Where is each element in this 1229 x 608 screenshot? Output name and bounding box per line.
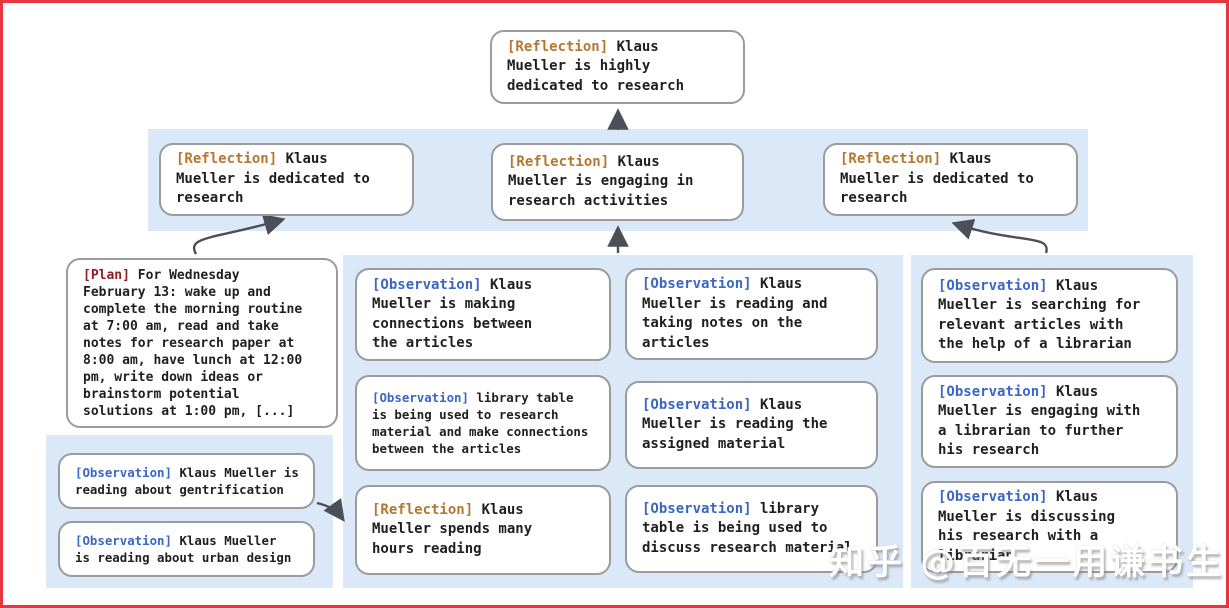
- node-obs-library-discuss: [Observation] library table is being use…: [625, 485, 878, 573]
- node-reflection-hours-reading: [Reflection] Klaus Mueller spends many h…: [355, 485, 611, 575]
- node-text: [Observation] Klaus Mueller is reading t…: [627, 396, 835, 455]
- node-text: [Plan] For Wednesday February 13: wake u…: [68, 267, 310, 420]
- node-obs-discussing-research: [Observation] Klaus Mueller is discussin…: [921, 481, 1178, 573]
- plan-tag: [Plan]: [83, 267, 130, 283]
- observation-tag: [Observation]: [642, 276, 752, 292]
- node-body: Klaus Mueller is dedicated to research: [176, 151, 370, 207]
- node-text: [Observation] Klaus Mueller is discussin…: [923, 488, 1123, 566]
- node-text: [Observation] library table is being use…: [357, 389, 596, 457]
- node-body: Klaus Mueller is reading and taking note…: [642, 276, 828, 351]
- node-body: library table is being used to research …: [372, 390, 589, 456]
- node-text: [Observation] Klaus Mueller is searching…: [923, 277, 1148, 355]
- reflection-tag: [Reflection]: [372, 501, 474, 518]
- observation-tag: [Observation]: [75, 533, 172, 548]
- node-obs-engaging-librarian: [Observation] Klaus Mueller is engaging …: [921, 375, 1178, 468]
- node-reflection-left: [Reflection] Klaus Mueller is dedicated …: [159, 143, 414, 216]
- node-text: [Observation] Klaus Mueller is reading a…: [60, 532, 299, 566]
- node-obs-searching-articles: [Observation] Klaus Mueller is searching…: [921, 268, 1178, 363]
- observation-tag: [Observation]: [938, 277, 1048, 294]
- node-text: [Observation] Klaus Mueller is reading a…: [60, 464, 307, 498]
- node-text: [Reflection] Klaus Mueller is highly ded…: [492, 38, 692, 97]
- observation-tag: [Observation]: [75, 465, 172, 480]
- node-text: [Observation] Klaus Mueller is making co…: [357, 276, 540, 354]
- node-body: Klaus Mueller is reading about urban des…: [75, 533, 292, 565]
- node-obs-connections: [Observation] Klaus Mueller is making co…: [355, 268, 611, 361]
- node-body: Klaus Mueller is dedicated to research: [840, 151, 1034, 207]
- node-obs-library-research: [Observation] library table is being use…: [355, 375, 611, 471]
- node-text: [Observation] Klaus Mueller is engaging …: [923, 383, 1148, 461]
- node-body: Klaus Mueller is making connections betw…: [372, 276, 533, 352]
- node-body: library table is being used to discuss r…: [642, 500, 853, 556]
- node-plan: [Plan] For Wednesday February 13: wake u…: [66, 258, 338, 428]
- node-body: Klaus Mueller is engaging in research ac…: [508, 153, 694, 209]
- reflection-tag: [Reflection]: [507, 38, 609, 55]
- node-body: Klaus Mueller is reading about gentrific…: [75, 465, 299, 497]
- reflection-tag: [Reflection]: [840, 151, 942, 168]
- reflection-tag: [Reflection]: [508, 153, 610, 170]
- node-text: [Reflection] Klaus Mueller is dedicated …: [825, 150, 1042, 209]
- node-obs-urban-design: [Observation] Klaus Mueller is reading a…: [58, 521, 315, 577]
- observation-tag: [Observation]: [938, 489, 1048, 505]
- reflection-tag: [Reflection]: [176, 151, 278, 168]
- node-obs-gentrification: [Observation] Klaus Mueller is reading a…: [58, 453, 315, 509]
- node-body: For Wednesday February 13: wake up and c…: [83, 267, 303, 419]
- observation-tag: [Observation]: [938, 383, 1048, 400]
- node-body: Klaus Mueller is highly dedicated to res…: [507, 38, 685, 94]
- node-reflection-center: [Reflection] Klaus Mueller is engaging i…: [491, 143, 744, 221]
- node-body: Klaus Mueller is engaging with a librari…: [938, 383, 1141, 459]
- node-text: [Reflection] Klaus Mueller spends many h…: [357, 501, 540, 560]
- observation-tag: [Observation]: [642, 396, 752, 413]
- node-top-reflection: [Reflection] Klaus Mueller is highly ded…: [490, 30, 745, 104]
- node-body: Klaus Mueller is discussing his research…: [938, 489, 1116, 564]
- node-obs-assigned-material: [Observation] Klaus Mueller is reading t…: [625, 381, 878, 469]
- observation-tag: [Observation]: [372, 390, 469, 405]
- zhihu-watermark: 知乎 @百无一用谦书生: [829, 543, 1225, 583]
- node-body: Klaus Mueller spends many hours reading: [372, 501, 533, 557]
- node-text: [Reflection] Klaus Mueller is engaging i…: [493, 153, 701, 212]
- observation-tag: [Observation]: [642, 500, 752, 517]
- node-text: [Observation] Klaus Mueller is reading a…: [627, 275, 835, 353]
- node-text: [Reflection] Klaus Mueller is dedicated …: [161, 150, 378, 209]
- node-text: [Observation] library table is being use…: [627, 500, 861, 559]
- observation-tag: [Observation]: [372, 276, 482, 293]
- node-reflection-right: [Reflection] Klaus Mueller is dedicated …: [823, 143, 1078, 216]
- node-obs-taking-notes: [Observation] Klaus Mueller is reading a…: [625, 268, 878, 360]
- node-body: Klaus Mueller is searching for relevant …: [938, 277, 1141, 353]
- node-body: Klaus Mueller is reading the assigned ma…: [642, 396, 828, 452]
